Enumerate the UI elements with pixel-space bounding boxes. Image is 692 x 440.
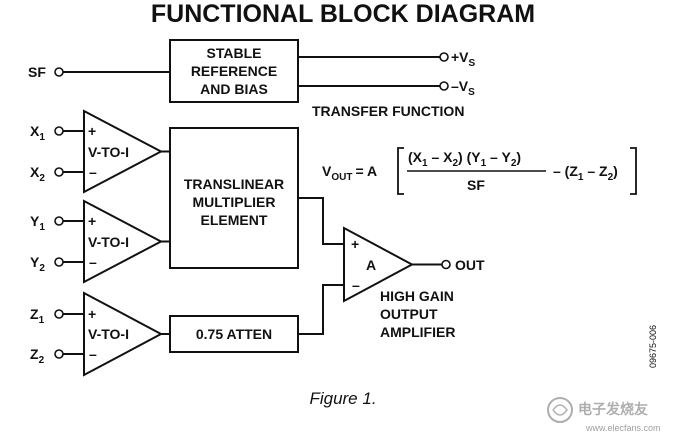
multiplier-label-line1: TRANSLINEAR [184,176,284,192]
y-v-to-i-converter [83,199,164,284]
watermark-brand: 电子发烧友 [578,401,648,417]
amp-caption-line1: HIGH GAIN [380,288,454,304]
x-v-to-i-converter [83,109,164,194]
y-v-to-i-label: V-TO-I [88,234,129,250]
equation-denominator: SF [467,177,485,193]
watermark-logo-icon [547,397,573,423]
plus-vs-pin [439,52,449,62]
watermark-url: www.elecfans.com [585,423,661,433]
x-v-to-i-label: V-TO-I [88,144,129,160]
reference-label-line1: STABLE [207,45,262,61]
attenuator-label: 0.75 ATTEN [196,326,272,342]
transfer-function-heading: TRANSFER FUNCTION [312,103,464,119]
transfer-function-equation: VOUT= A (X1 – X2) (Y1 – Y2) SF – (Z1 – Z… [322,147,637,195]
x2-pin [54,167,64,177]
x2-pin-label: X2 [30,164,45,184]
watermark: 电子发烧友 www.elecfans.com [547,397,661,433]
y-plus-sign: + [88,213,96,229]
plus-vs-label: +VS [451,49,476,69]
equation-z-term: – (Z1 – Z2) [553,163,618,183]
amp-caption-line3: AMPLIFIER [380,324,455,340]
equation-lhs: VOUT= A [322,163,377,183]
minus-vs-label: –VS [451,78,475,98]
amp-minus-sign: – [352,277,360,293]
amp-caption-line2: OUTPUT [380,306,438,322]
z-v-to-i-converter [83,291,164,377]
multiplier-label-line2: MULTIPLIER [193,194,276,210]
z2-pin-label: Z2 [30,346,45,366]
z-plus-sign: + [88,306,96,322]
y-minus-sign: – [89,254,97,270]
y1-pin-label: Y1 [30,213,45,233]
diagram-title: FUNCTIONAL BLOCK DIAGRAM [151,0,535,28]
figure-caption: Figure 1. [309,389,376,408]
z2-pin [54,349,64,359]
z1-pin [54,309,64,319]
out-pin-label: OUT [455,257,485,273]
multiplier-to-amp-wire [298,197,344,245]
y2-pin [54,257,64,267]
reference-label-line2: REFERENCE [191,63,277,79]
reference-label-line3: AND BIAS [200,81,268,97]
y1-pin [54,216,64,226]
sf-pin-label: SF [28,64,46,80]
y2-pin-label: Y2 [30,254,45,274]
equation-numerator: (X1 – X2) (Y1 – Y2) [408,149,521,169]
equation-right-bracket [630,147,637,195]
x1-pin-label: X1 [30,123,45,143]
figure-code: 09675-006 [648,325,658,368]
minus-vs-pin [439,81,449,91]
z-minus-sign: – [89,346,97,362]
x-minus-sign: – [89,164,97,180]
sf-pin [54,67,64,77]
out-pin [441,259,451,270]
x1-pin [54,126,64,136]
z1-pin-label: Z1 [30,306,45,326]
equation-left-bracket [397,147,404,195]
output-amplifier [343,226,415,303]
x-plus-sign: + [88,123,96,139]
translinear-multiplier-block [169,127,299,269]
amp-gain-label: A [366,257,376,273]
atten-to-amp-wire [298,284,344,335]
z-v-to-i-label: V-TO-I [88,326,129,342]
amp-plus-sign: + [351,236,359,252]
multiplier-label-line3: ELEMENT [201,212,268,228]
